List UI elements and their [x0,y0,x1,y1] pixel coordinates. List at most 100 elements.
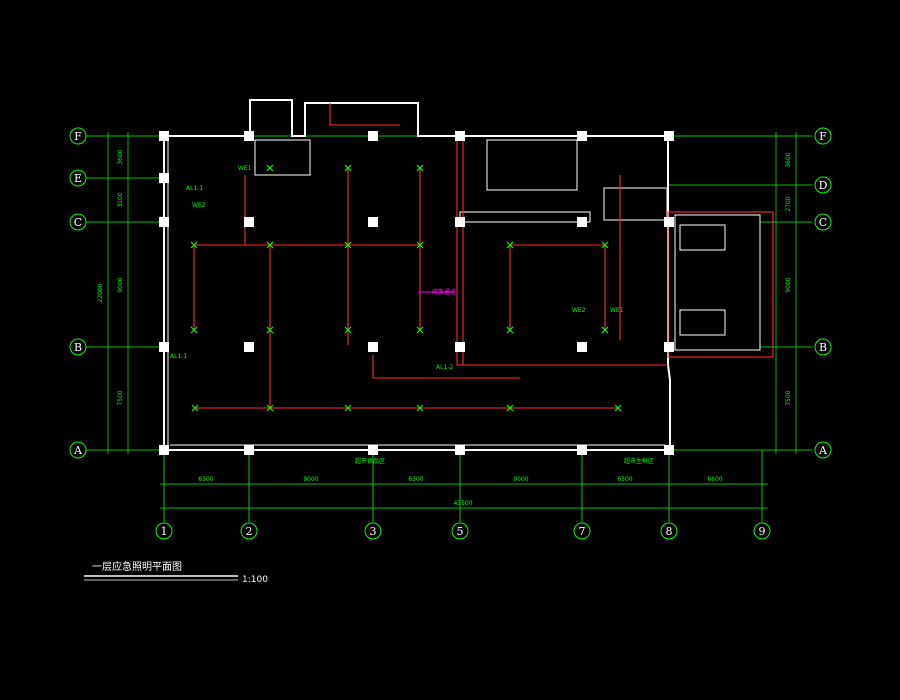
emergency-light-17 [614,404,622,412]
dim-bottom-5: 6300 [617,476,632,483]
axis-label-7: 7 [579,525,586,538]
structural-columns [159,131,674,455]
dim-bottom-4: 9000 [513,476,528,483]
column-9 [244,217,254,227]
emergency-light-8 [416,326,424,334]
column-24 [577,445,587,455]
axis-bubble-b-left [69,338,87,356]
emergency-light-13 [266,404,274,412]
emergency-light-19 [601,241,609,249]
emergency-light-14 [344,404,352,412]
column-10 [368,217,378,227]
left-dimensions: 3600 3100 9000 7500 22000 [97,149,124,405]
emergency-light-9 [344,164,352,172]
panel-label-4: WE2 [572,307,586,314]
panel-label-1: AL1-1 [186,185,203,192]
dim-right-1: 3600 [785,152,792,167]
drawing-scale: 1:100 [242,575,268,585]
column-18 [577,342,587,352]
dim-bottom-1: 6300 [198,476,213,483]
panel-label-7: AL1-1 [170,353,187,360]
axis-bubble-9 [753,522,771,540]
emergency-light-20 [506,326,514,334]
room-label-fresh-area: 超市生鲜区 [624,457,654,465]
axis-label-5: 5 [457,525,464,538]
axis-bubble-c-right [814,213,832,231]
bottom-dimensions: 6300 9000 6300 9000 6300 6600 43500 [198,476,722,507]
axis-bubble-1 [155,522,173,540]
column-17 [455,342,465,352]
axis-label-b-right: B [819,341,827,354]
emergency-light-3 [344,241,352,249]
emergency-light-10 [416,164,424,172]
column-21 [244,445,254,455]
emergency-light-16 [506,404,514,412]
emergency-light-2 [266,241,274,249]
column-16 [368,342,378,352]
drawing-title: 一层应急照明平面图 [92,560,182,573]
dim-right-3: 9000 [785,277,792,292]
emergency-light-markers [190,164,622,412]
panel-label-5: WE1 [610,307,624,314]
column-1 [159,131,169,141]
panel-label-2: WE2 [192,202,206,209]
axis-label-9: 9 [759,525,766,538]
axis-label-d-right: D [819,179,828,192]
column-4 [455,131,465,141]
axis-label-1: 1 [161,525,168,538]
emergency-light-4 [416,241,424,249]
axis-label-c-left: C [74,216,82,229]
axis-bubble-2 [240,522,258,540]
right-dimensions: 3600 2700 9000 7500 [785,152,792,405]
emergency-light-11 [266,164,274,172]
dim-left-4: 7500 [117,390,124,405]
column-12 [577,217,587,227]
emergency-light-12 [191,404,199,412]
axis-label-f-left: F [74,130,82,143]
axis-label-a-right: A [818,444,828,457]
axis-label-2: 2 [246,525,253,538]
axis-label-f-right: F [819,130,827,143]
axis-bubble-a-left [69,441,87,459]
axis-bubbles-left: F E C B A [69,127,87,459]
column-7 [159,173,169,183]
axis-bubble-5 [451,522,469,540]
column-22 [368,445,378,455]
emergency-light-1 [190,241,198,249]
emergency-light-6 [266,326,274,334]
building-walls [163,99,761,451]
axis-bubble-8 [660,522,678,540]
corridor-tag: 疏散通道 [432,288,456,296]
axis-bubble-a-right [814,441,832,459]
dimension-lines [107,132,797,509]
room-labels: 超市食品区 超市生鲜区 疏散通道 [355,288,654,465]
axis-label-8: 8 [666,525,673,538]
column-14 [159,342,169,352]
emergency-wiring [193,103,774,409]
dim-left-3: 9000 [117,277,124,292]
column-25 [664,445,674,455]
column-13 [664,217,674,227]
axis-bubble-f-right [814,127,832,145]
dim-right-4: 7500 [785,390,792,405]
column-3 [368,131,378,141]
axis-bubble-f-left [69,127,87,145]
axis-label-e-left: E [74,172,82,185]
dim-bottom-3: 6300 [408,476,423,483]
panel-labels: AL1-1 WE2 WE1 WE2 WE1 AL1-2 AL1-1 [170,165,624,371]
dim-left-1: 3600 [117,149,124,164]
emergency-light-21 [601,326,609,334]
column-6 [664,131,674,141]
column-5 [577,131,587,141]
dim-left-2: 3100 [117,192,124,207]
axis-label-a-left: A [73,444,83,457]
dim-total: 43500 [453,500,472,507]
axis-label-b-left: B [74,341,82,354]
emergency-light-7 [344,326,352,334]
panel-label-6: AL1-2 [436,364,453,371]
column-8 [159,217,169,227]
axis-bubble-d-right [814,176,832,194]
emergency-light-15 [416,404,424,412]
column-11 [455,217,465,227]
column-15 [244,342,254,352]
